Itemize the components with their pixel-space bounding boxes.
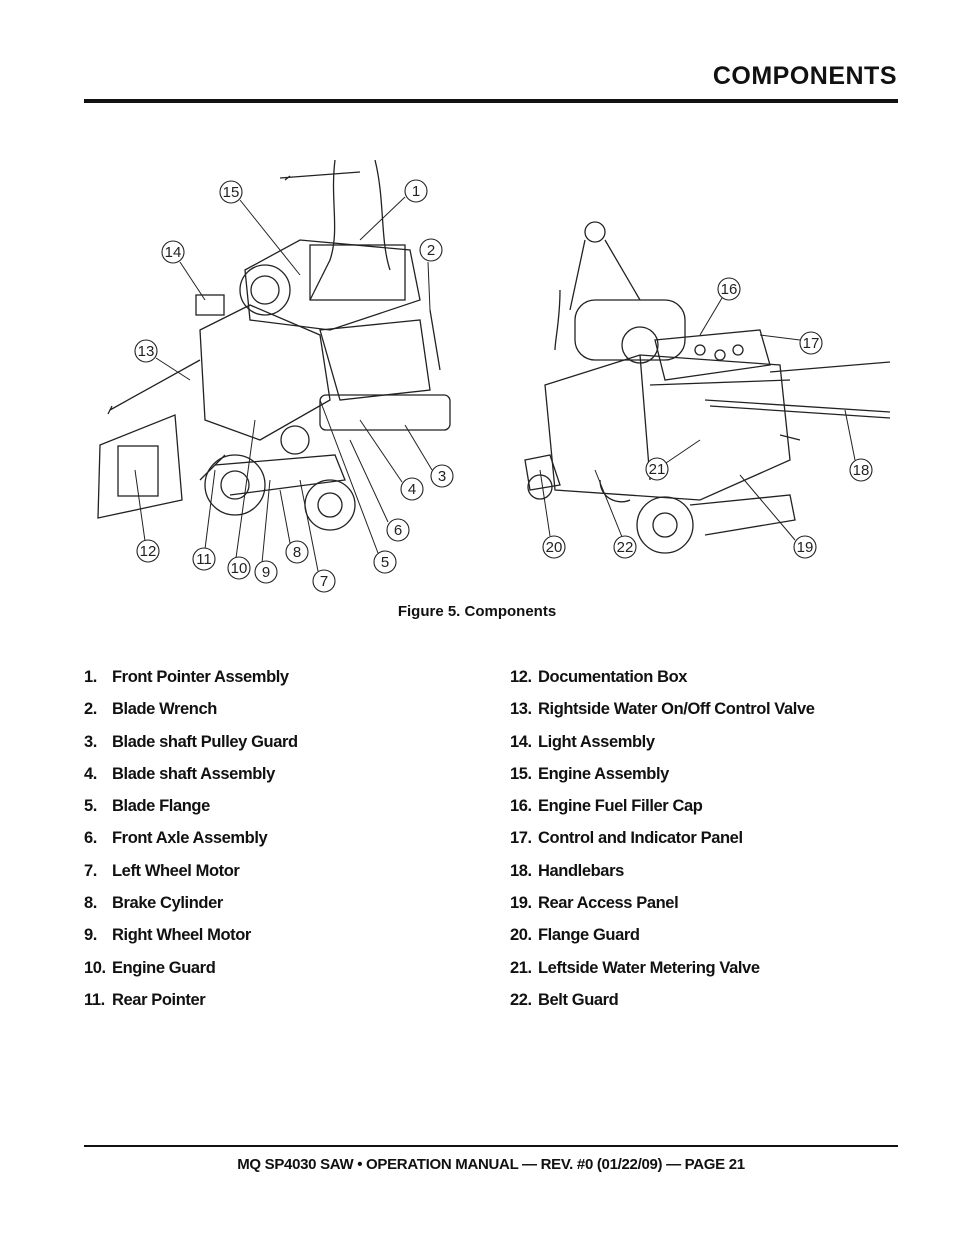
callout-number: 17: [803, 335, 820, 352]
callout-leader: [235, 419, 256, 559]
footer-rule: [84, 1145, 898, 1147]
callout-circle: [136, 539, 160, 563]
callout-circle: [386, 518, 410, 542]
callout-leader: [299, 479, 319, 572]
callout-number: 5: [381, 554, 389, 571]
callout-leader: [239, 199, 301, 276]
callout-leader: [759, 334, 801, 341]
callout-leader: [204, 469, 216, 550]
callout-leader: [539, 469, 551, 537]
callout-number: 22: [617, 539, 634, 556]
list-item: 13.Rightside Water On/Off Control Valve: [510, 700, 815, 719]
callout-leader: [319, 399, 379, 554]
callout-number: 11: [196, 551, 212, 568]
saw-rear-view: [524, 221, 891, 554]
callout-number: 2: [427, 242, 435, 259]
header-rule: [84, 99, 898, 103]
list-item: 12.Documentation Box: [510, 668, 688, 686]
callout-leader: [279, 489, 291, 544]
page-footer: MQ SP4030 SAW • OPERATION MANUAL — REV. …: [237, 1156, 745, 1173]
callout-leader: [155, 357, 191, 381]
components-list-right: 12.Documentation Box 13.Rightside Water …: [510, 668, 815, 1023]
list-item: 2.Blade Wrench: [84, 700, 217, 719]
callout-circle: [192, 547, 216, 571]
list-item: 17.Control and Indicator Panel: [510, 829, 743, 848]
callout-leader: [359, 196, 406, 241]
list-item: 19.Rear Access Panel: [510, 894, 679, 913]
callout-circle: [419, 238, 443, 262]
callout-number: 15: [223, 184, 240, 201]
list-item: 4.Blade shaft Assembly: [84, 764, 275, 783]
callout-leader: [739, 474, 796, 541]
callout-number: 4: [408, 481, 416, 498]
callout-circle: [717, 277, 741, 301]
callout-circle: [227, 556, 251, 580]
callout-leader: [349, 439, 389, 523]
callout-leader: [594, 469, 623, 538]
callout-number: 16: [721, 281, 738, 298]
callout-number: 14: [165, 244, 182, 261]
callout-number: 18: [853, 462, 870, 479]
list-item: 14.Light Assembly: [510, 732, 655, 751]
callout-circle: [134, 339, 158, 363]
figure-caption: Figure 5. Components: [397, 603, 557, 620]
callout-circle: [793, 535, 817, 559]
list-item: 21.Leftside Water Metering Valve: [510, 958, 760, 977]
list-item: 5.Blade Flange: [84, 797, 210, 816]
callout-circle: [373, 550, 397, 574]
callout-number: 12: [140, 543, 157, 560]
callout-number: 7: [320, 573, 328, 590]
callout-leader: [665, 439, 701, 464]
callout-circle: [285, 540, 309, 564]
list-item: 10.Engine Guard: [84, 958, 216, 977]
saw-front-view: [97, 159, 451, 531]
callout-circle: [161, 240, 185, 264]
callout-number: 1: [412, 183, 420, 200]
list-item: 7.Left Wheel Motor: [84, 861, 240, 880]
list-item: 6.Front Axle Assembly: [84, 829, 268, 848]
list-item: 16.Engine Fuel Filler Cap: [510, 797, 703, 816]
callout-circle: [613, 535, 637, 559]
callout-leader: [359, 419, 403, 483]
callout-circle: [799, 331, 823, 355]
list-item: 11.Rear Pointer: [84, 990, 206, 1009]
callout-number: 20: [546, 539, 563, 556]
callout-circle: [254, 560, 278, 584]
components-list-left: 1.Front Pointer Assembly 2.Blade Wrench …: [84, 668, 298, 1023]
callout-number: 6: [394, 522, 402, 539]
list-item: 8.Brake Cylinder: [84, 894, 223, 913]
callout-number: 3: [438, 468, 446, 485]
callout-circle: [645, 457, 669, 481]
callout-leader: [261, 479, 271, 564]
callout-leader: [134, 469, 146, 542]
callout-number: 10: [231, 560, 248, 577]
callout-circle: [542, 535, 566, 559]
callout-leader: [404, 424, 433, 471]
list-item: 18.Handlebars: [510, 861, 624, 880]
callout-circle: [404, 179, 428, 203]
list-item: 22.Belt Guard: [510, 990, 619, 1009]
callout-circle: [312, 569, 336, 593]
page-title: COMPONENTS: [712, 62, 897, 90]
list-item: 3.Blade shaft Pulley Guard: [84, 732, 298, 751]
callout-leader: [427, 261, 431, 311]
callout-number: 19: [797, 539, 814, 556]
callout-leader: [179, 261, 206, 301]
callout-circle: [849, 458, 873, 482]
callout-number: 13: [138, 343, 155, 360]
callout-leader: [844, 409, 856, 461]
list-item: 20.Flange Guard: [510, 926, 640, 945]
list-item: 15.Engine Assembly: [510, 764, 669, 783]
callout-circle: [219, 180, 243, 204]
list-item: 1.Front Pointer Assembly: [84, 668, 289, 686]
callout-circle: [400, 477, 424, 501]
callout-number: 9: [262, 564, 270, 581]
callout-leader: [699, 297, 723, 336]
list-item: 9.Right Wheel Motor: [84, 926, 251, 945]
callout-circle: [430, 464, 454, 488]
callout-number: 21: [649, 461, 666, 478]
callout-number: 8: [293, 544, 301, 561]
